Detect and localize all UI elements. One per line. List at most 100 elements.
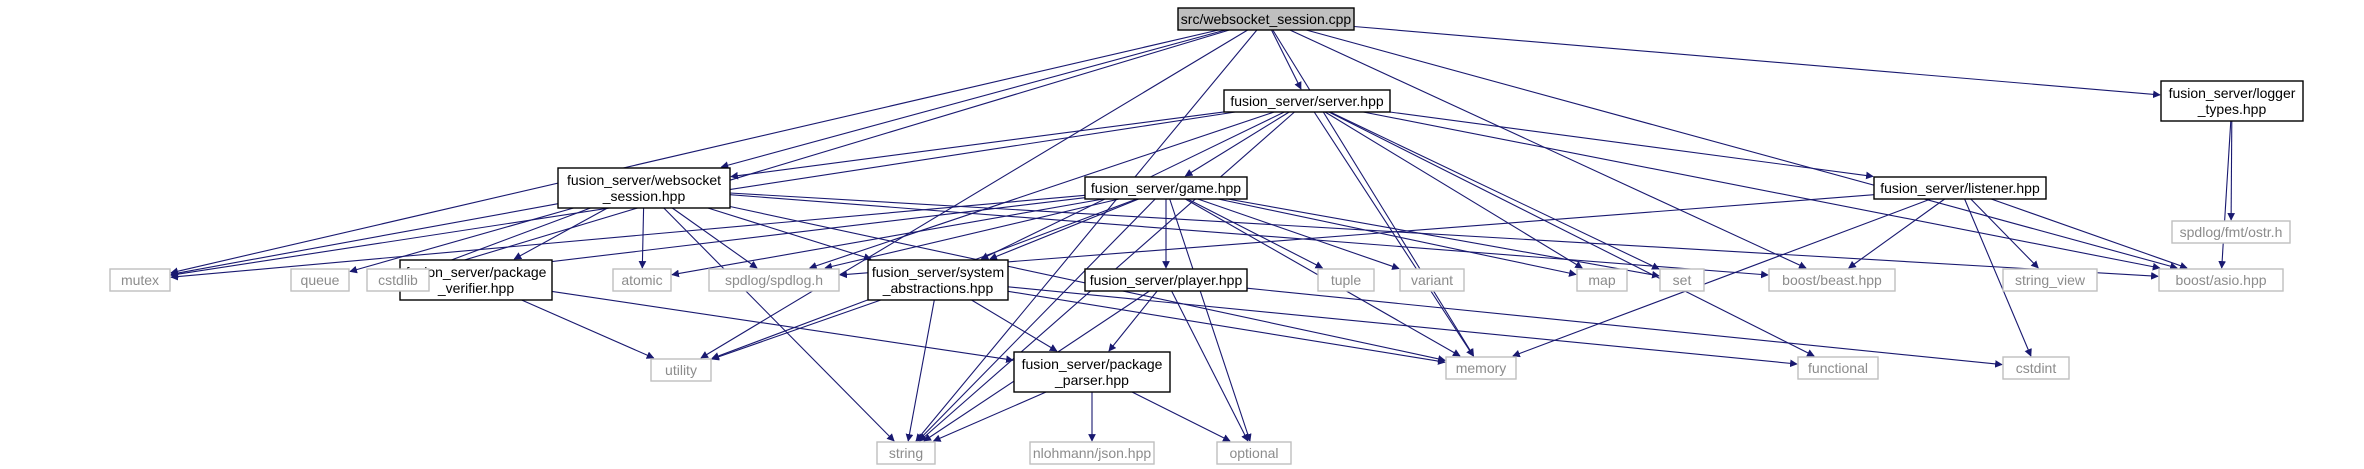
node-box	[1317, 268, 1375, 292]
node-box	[1873, 176, 2047, 200]
edge-pparser-to-string	[932, 391, 1047, 442]
node-label: tuple	[1331, 272, 1362, 288]
node-box	[1013, 351, 1171, 393]
node-box	[1659, 268, 1705, 292]
edge-wsess-to-spdlog	[671, 207, 758, 269]
node-box	[867, 259, 1009, 301]
edge-game-to-atomic	[671, 198, 1104, 278]
edge-sysabs-to-string	[905, 299, 935, 442]
edge-wsess-to-pverifier	[513, 207, 608, 260]
edge-game-to-variant	[1197, 198, 1400, 270]
node-label: cstdint	[2016, 360, 2057, 376]
node-string: string	[876, 441, 936, 465]
edge-root-to-beast	[1289, 29, 1807, 269]
node-map: map	[1576, 268, 1628, 292]
node-game[interactable]: fusion_server/game.hpp	[1084, 176, 1248, 200]
edge-wsess-to-cstdlib	[429, 207, 591, 270]
edge-sysabs-to-memory	[1007, 290, 1446, 365]
node-label: fusion_server/system	[872, 264, 1004, 280]
node-label: _parser.hpp	[1054, 372, 1129, 388]
node-json: nlohmann/json.hpp	[1029, 441, 1155, 465]
node-server[interactable]: fusion_server/server.hpp	[1223, 89, 1391, 113]
node-box	[1029, 441, 1155, 465]
node-root[interactable]: src/websocket_session.cpp	[1177, 7, 1355, 31]
edge-root-to-asio	[1306, 29, 2178, 270]
node-label: fusion_server/package	[1022, 356, 1163, 372]
edge-root-to-server	[1271, 29, 1302, 90]
node-box	[612, 268, 672, 292]
node-wsess[interactable]: fusion_server/websocket_session.hpp	[557, 167, 731, 209]
node-listener[interactable]: fusion_server/listener.hpp	[1873, 176, 2047, 200]
node-label: cstdlib	[378, 272, 418, 288]
node-label: string	[889, 445, 923, 461]
edge-root-to-mutex	[170, 29, 1219, 275]
node-label: atomic	[621, 272, 662, 288]
node-label: set	[1673, 272, 1692, 288]
node-label: fusion_server/player.hpp	[1090, 272, 1243, 288]
node-label: functional	[1808, 360, 1868, 376]
edge-game-to-optional	[1169, 198, 1252, 442]
node-label: queue	[301, 272, 340, 288]
node-label: variant	[1411, 272, 1453, 288]
node-optional: optional	[1216, 441, 1292, 465]
node-mutex: mutex	[109, 268, 171, 292]
edge-listener-to-spdlog	[839, 194, 1875, 279]
node-variant: variant	[1399, 268, 1465, 292]
node-label: mutex	[121, 272, 159, 288]
edge-pverifier-to-pparser	[551, 290, 1014, 363]
node-label: fusion_server/game.hpp	[1091, 180, 1241, 196]
edge-server-to-game	[1184, 111, 1290, 177]
edge-server-to-spdlog	[808, 111, 1275, 270]
node-box	[1768, 268, 1896, 292]
edge-sysabs-to-functional	[1007, 286, 1798, 368]
node-set: set	[1659, 268, 1705, 292]
edge-listener-to-memory	[1512, 198, 1931, 358]
node-box	[109, 268, 171, 292]
edge-root-to-wsess	[720, 29, 1226, 169]
edge-game-to-tuple	[1187, 198, 1324, 269]
edge-listener-to-beast	[1848, 198, 1946, 269]
node-label: _types.hpp	[2197, 101, 2267, 117]
edge-game-to-spdlog	[824, 198, 1120, 271]
edge-player-to-cstdint	[1246, 287, 2003, 368]
edge-pparser-to-optional	[1131, 391, 1231, 442]
edge-player-to-pparser	[1108, 290, 1158, 352]
node-box	[708, 268, 840, 292]
edge-wsess-to-string	[663, 207, 895, 442]
node-box	[366, 268, 430, 292]
node-label: fusion_server/listener.hpp	[1880, 180, 2040, 196]
node-logger[interactable]: fusion_server/logger_types.hpp	[2160, 80, 2304, 122]
edge-root-to-string	[915, 29, 1258, 442]
edge-game-to-mutex	[170, 194, 1086, 281]
edge-wsess-to-atomic	[638, 207, 647, 269]
edge-game-to-string	[917, 198, 1156, 442]
node-label: string_view	[2015, 272, 2086, 288]
node-box	[2171, 220, 2291, 244]
edge-game-to-sysabs	[989, 198, 1139, 260]
node-label: spdlog/spdlog.h	[725, 272, 823, 288]
node-box	[1223, 89, 1391, 113]
node-pparser[interactable]: fusion_server/package_parser.hpp	[1013, 351, 1171, 393]
node-box	[1399, 268, 1465, 292]
node-box	[2002, 268, 2098, 292]
edge-player-to-optional	[1171, 290, 1249, 442]
edge-listener-to-cstdint	[1964, 198, 2032, 357]
node-label: optional	[1229, 445, 1278, 461]
node-box	[1576, 268, 1628, 292]
edge-listener-to-asio	[1991, 198, 2188, 270]
edge-wsess-to-mutex	[170, 203, 559, 277]
node-box	[650, 358, 712, 382]
edge-server-to-memory	[1313, 111, 1474, 357]
node-functional: functional	[1797, 356, 1879, 380]
edges-layer	[170, 25, 2235, 442]
node-box	[1216, 441, 1292, 465]
edge-root-to-memory	[1272, 29, 1475, 357]
nodes-layer: src/websocket_session.cpp fusion_server/s…	[109, 7, 2304, 465]
node-tuple: tuple	[1317, 268, 1375, 292]
edge-wsess-to-queue	[349, 207, 574, 274]
node-player[interactable]: fusion_server/player.hpp	[1084, 268, 1248, 292]
node-label: _verifier.hpp	[437, 280, 514, 296]
node-sysabs[interactable]: fusion_server/system_abstractions.hpp	[867, 259, 1009, 301]
edge-server-to-asio	[1363, 111, 2161, 271]
